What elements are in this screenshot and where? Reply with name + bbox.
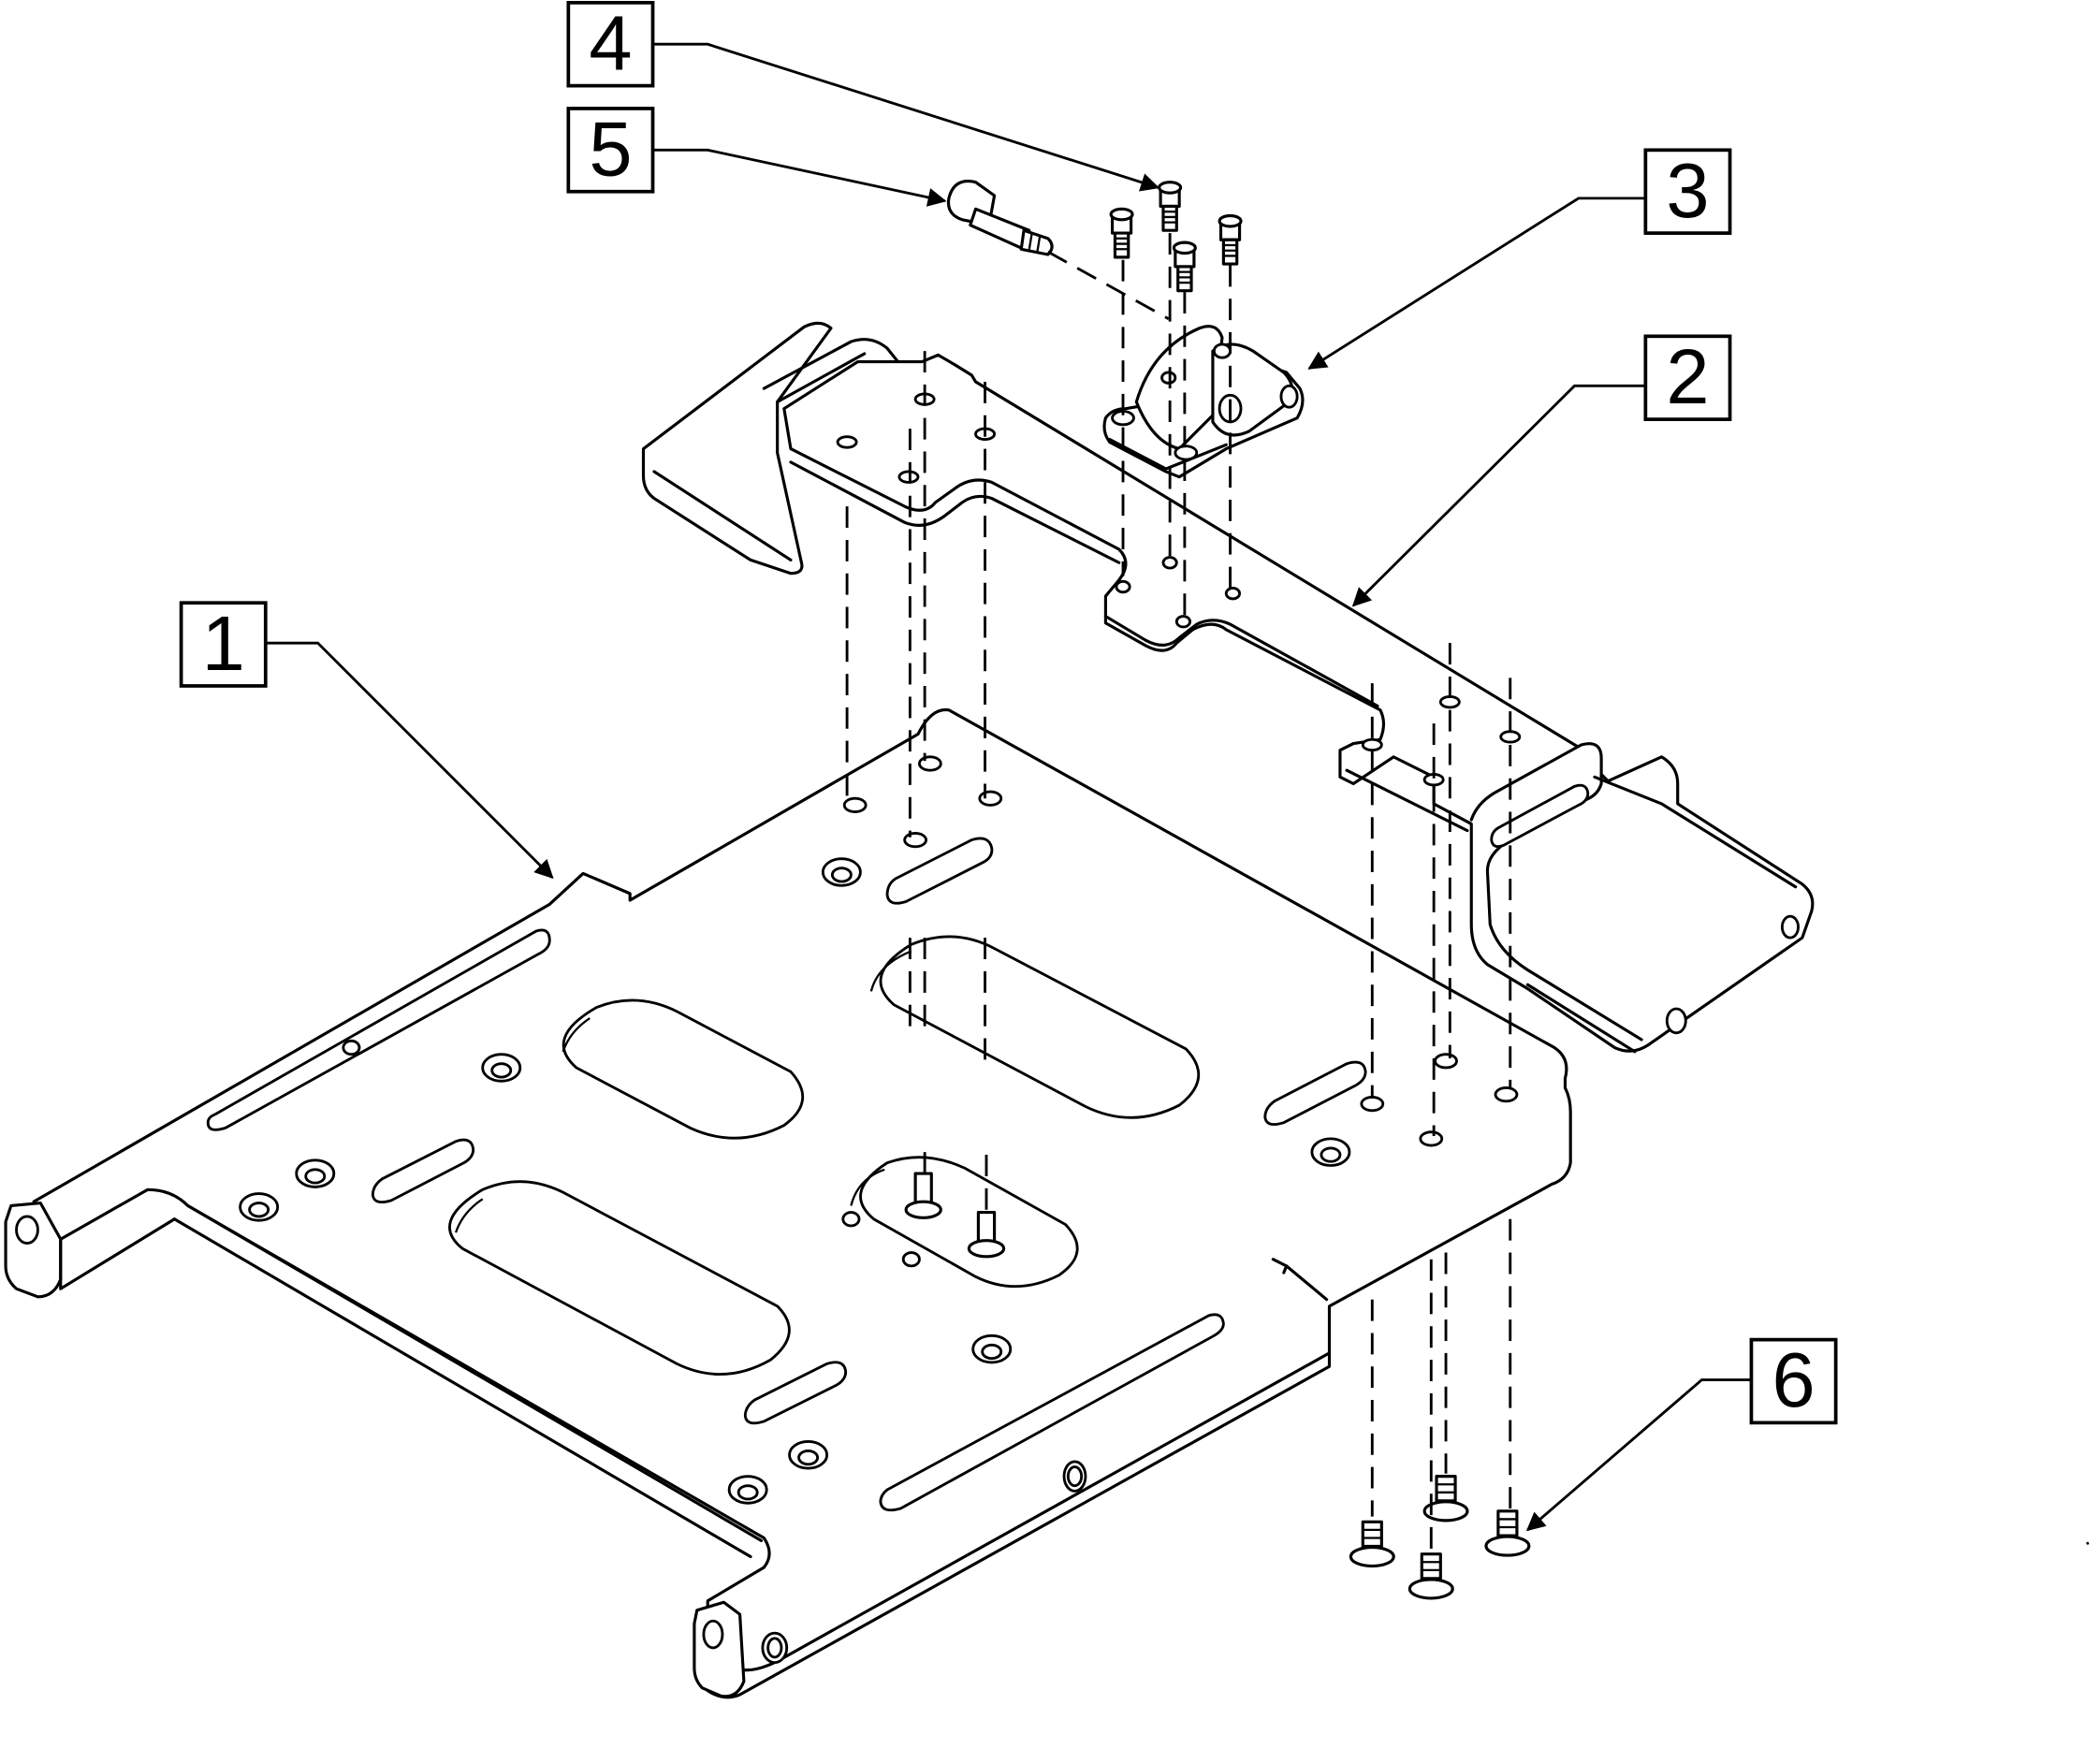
cross-bracket-part-2 xyxy=(641,321,1815,1054)
flat-head-screw xyxy=(1349,1520,1395,1568)
flat-head-screw xyxy=(1484,1509,1531,1557)
screws-in-opening xyxy=(841,1172,1006,1268)
slot-short-4 xyxy=(1263,1060,1367,1127)
bracket-main-bar xyxy=(782,353,1815,1053)
bracket-right-foot-frame xyxy=(1469,742,1643,1042)
slot-short-2 xyxy=(371,1138,475,1204)
callout-6: 6 xyxy=(1525,1336,1838,1532)
countersunk-holes xyxy=(239,857,1351,1505)
callout-6-label: 6 xyxy=(1772,1336,1815,1423)
bracket-holes xyxy=(836,392,1522,787)
flat-head-screw xyxy=(1422,1475,1469,1523)
callout-1: 1 xyxy=(179,600,554,880)
callout-4-leader xyxy=(652,42,1160,192)
mounting-holes xyxy=(842,755,1519,1147)
socket-screw xyxy=(1172,240,1197,293)
callout-6-leader xyxy=(1525,1378,1752,1532)
hinge-block-part-3 xyxy=(1102,325,1305,479)
oval-opening-left xyxy=(448,1180,791,1376)
callout-1-leader xyxy=(265,641,554,880)
slot-left-long xyxy=(206,928,551,1131)
slot-short-1 xyxy=(885,837,994,905)
callout-2-label: 2 xyxy=(1666,333,1709,420)
callout-3-leader xyxy=(1307,197,1646,370)
hinge-ear-left xyxy=(1134,325,1224,451)
callout-2-leader xyxy=(1351,384,1646,607)
callout-5-leader xyxy=(652,148,947,207)
callout-4: 4 xyxy=(566,0,1160,192)
oval-opening-center-left xyxy=(561,998,805,1140)
shoulder-bolt-part-5 xyxy=(946,180,1054,256)
callout-1-label: 1 xyxy=(202,600,245,687)
flat-head-screws-part-6 xyxy=(1349,1475,1531,1600)
base-plate-part-1 xyxy=(4,707,1572,1699)
base-plate-top-face xyxy=(32,707,1572,1672)
stray-mark xyxy=(2086,1541,2090,1545)
callout-3: 3 xyxy=(1307,147,1732,370)
bracket-left-foot xyxy=(641,321,833,576)
slot-right-long xyxy=(879,1313,1225,1512)
bracket-right-slot xyxy=(1490,783,1590,849)
callout-5-label: 5 xyxy=(589,106,632,193)
socket-screws-part-4 xyxy=(1109,181,1243,293)
assembly-centerlines xyxy=(845,233,1512,1552)
callout-4-label: 4 xyxy=(589,0,632,86)
front-rail-end xyxy=(693,1600,746,1698)
oval-opening-center-right xyxy=(879,935,1201,1119)
callout-2: 2 xyxy=(1351,333,1732,607)
socket-screw xyxy=(1218,213,1243,266)
callout-5: 5 xyxy=(566,106,947,207)
socket-screw xyxy=(1158,181,1183,232)
callout-3-label: 3 xyxy=(1666,147,1709,234)
socket-screw xyxy=(1109,207,1134,259)
flat-head-screw xyxy=(1407,1552,1454,1600)
slot-short-3 xyxy=(743,1361,848,1425)
